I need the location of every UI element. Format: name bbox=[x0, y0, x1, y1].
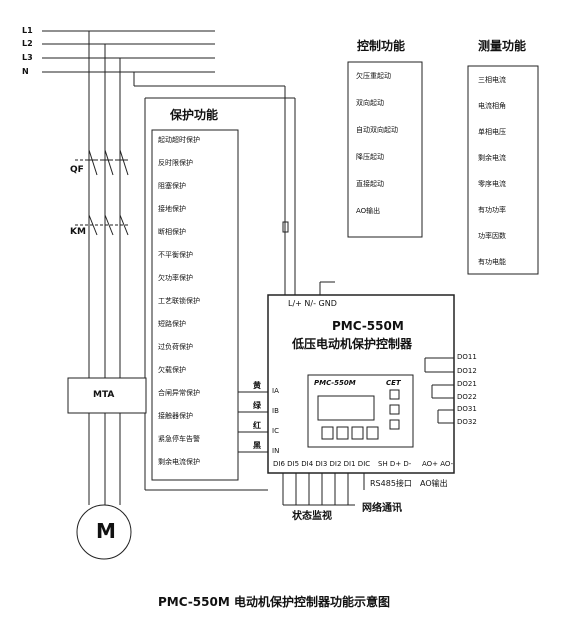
measure-title: 测量功能 bbox=[478, 39, 527, 53]
control-item: AO输出 bbox=[356, 207, 381, 215]
status-caption: 状态监视 bbox=[292, 511, 332, 522]
protection-item: 欠载保护 bbox=[158, 366, 186, 374]
ct-input-ia: IA bbox=[272, 387, 279, 395]
measure-item: 剩余电流 bbox=[478, 154, 506, 162]
protection-item: 起动超时保护 bbox=[158, 136, 200, 144]
ao-terminals: AO+ AO- bbox=[422, 460, 454, 468]
protection-item: 反时限保护 bbox=[158, 159, 193, 167]
measure-item: 有功电能 bbox=[478, 258, 506, 266]
protection-item: 合闸异常保护 bbox=[158, 389, 200, 397]
protection-item: 阻塞保护 bbox=[158, 182, 186, 190]
bus-label-l1: L1 bbox=[22, 26, 33, 35]
panel-model: PMC-550M bbox=[314, 379, 356, 387]
protection-item: 接地保护 bbox=[158, 205, 186, 213]
bus-label-n: N bbox=[22, 67, 29, 76]
device-name: 低压电动机保护控制器 bbox=[292, 337, 413, 351]
do-label: DO12 bbox=[457, 367, 477, 375]
measure-item: 零序电流 bbox=[478, 180, 506, 188]
ct-input-in: IN bbox=[272, 447, 280, 455]
protection-item: 欠功率保护 bbox=[158, 274, 193, 282]
measure-item: 单相电压 bbox=[478, 128, 506, 136]
mta-label: MTA bbox=[93, 390, 115, 400]
control-item: 自动双向起动 bbox=[356, 126, 398, 134]
do-label: DO32 bbox=[457, 418, 477, 426]
device-model: PMC-550M bbox=[332, 319, 404, 333]
di-terminals: DI6 DI5 DI4 DI3 DI2 DI1 DIC bbox=[273, 460, 371, 468]
protection-item: 紧急停车告警 bbox=[158, 435, 200, 443]
measure-item: 功率因数 bbox=[478, 232, 506, 240]
control-title: 控制功能 bbox=[357, 39, 406, 53]
protection-item: 过负荷保护 bbox=[158, 343, 193, 351]
control-item: 直接起动 bbox=[356, 180, 384, 188]
motor-label: M bbox=[96, 519, 116, 543]
protection-item: 接触器保护 bbox=[158, 412, 193, 420]
km-label: KM bbox=[70, 227, 86, 237]
control-item: 双向起动 bbox=[356, 99, 384, 107]
control-item: 降压起动 bbox=[356, 153, 384, 161]
measure-item: 电流相角 bbox=[478, 102, 506, 110]
comm-terminals: SH D+ D- bbox=[378, 460, 412, 468]
figure-caption: PMC-550M 电动机保护控制器功能示意图 bbox=[158, 595, 390, 609]
ct-input-ic: IC bbox=[272, 427, 279, 435]
protection-title: 保护功能 bbox=[170, 108, 219, 122]
bus-label-l3: L3 bbox=[22, 53, 33, 62]
protection-item: 短路保护 bbox=[158, 320, 186, 328]
bus-label-l2: L2 bbox=[22, 39, 33, 48]
measure-item: 有功功率 bbox=[478, 206, 506, 214]
wire-color-black: 黑 bbox=[253, 441, 261, 450]
protection-list: 起动超时保护 反时限保护 阻塞保护 接地保护 断相保护 不平衡保护 欠功率保护 … bbox=[158, 135, 236, 480]
power-terminals: L/+ N/- GND bbox=[288, 299, 337, 308]
protection-item: 剩余电流保护 bbox=[158, 458, 200, 466]
network-caption: 网络通讯 bbox=[362, 503, 402, 514]
measure-list: 三相电流 电流相角 单相电压 剩余电流 零序电流 有功功率 功率因数 有功电能 bbox=[478, 75, 536, 283]
qf-label: QF bbox=[70, 165, 84, 175]
do-label: DO21 bbox=[457, 380, 477, 388]
ao-caption: AO输出 bbox=[420, 479, 448, 488]
wire-color-red: 红 bbox=[253, 421, 261, 430]
protection-item: 不平衡保护 bbox=[158, 251, 193, 259]
control-item: 欠压重起动 bbox=[356, 72, 391, 80]
do-label: DO11 bbox=[457, 353, 477, 361]
protection-item: 断相保护 bbox=[158, 228, 186, 236]
protection-item: 工艺联锁保护 bbox=[158, 297, 200, 305]
rs485-caption: RS485接口 bbox=[370, 479, 412, 488]
measure-item: 三相电流 bbox=[478, 76, 506, 84]
panel-brand: CET bbox=[386, 379, 401, 387]
do-label: DO22 bbox=[457, 393, 477, 401]
control-list: 欠压重起动 双向起动 自动双向起动 降压起动 直接起动 AO输出 bbox=[356, 71, 422, 233]
do-label: DO31 bbox=[457, 405, 477, 413]
wire-color-green: 绿 bbox=[253, 401, 261, 410]
wire-color-yellow: 黄 bbox=[253, 381, 261, 390]
ct-input-ib: IB bbox=[272, 407, 279, 415]
